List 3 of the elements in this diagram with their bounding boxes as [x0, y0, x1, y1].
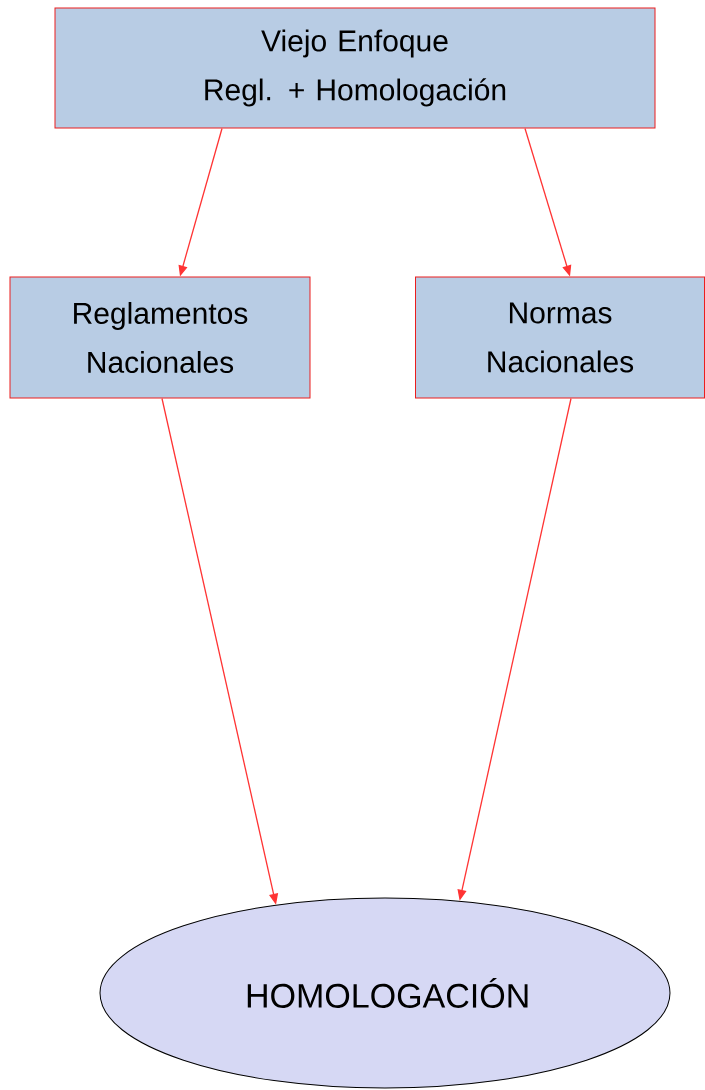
process-box: Reglamentos Nacionales — [9, 276, 311, 399]
process-box: Viejo Enfoque Regl. + Homologación — [54, 7, 656, 129]
process-box: Normas Nacionales — [415, 276, 705, 399]
